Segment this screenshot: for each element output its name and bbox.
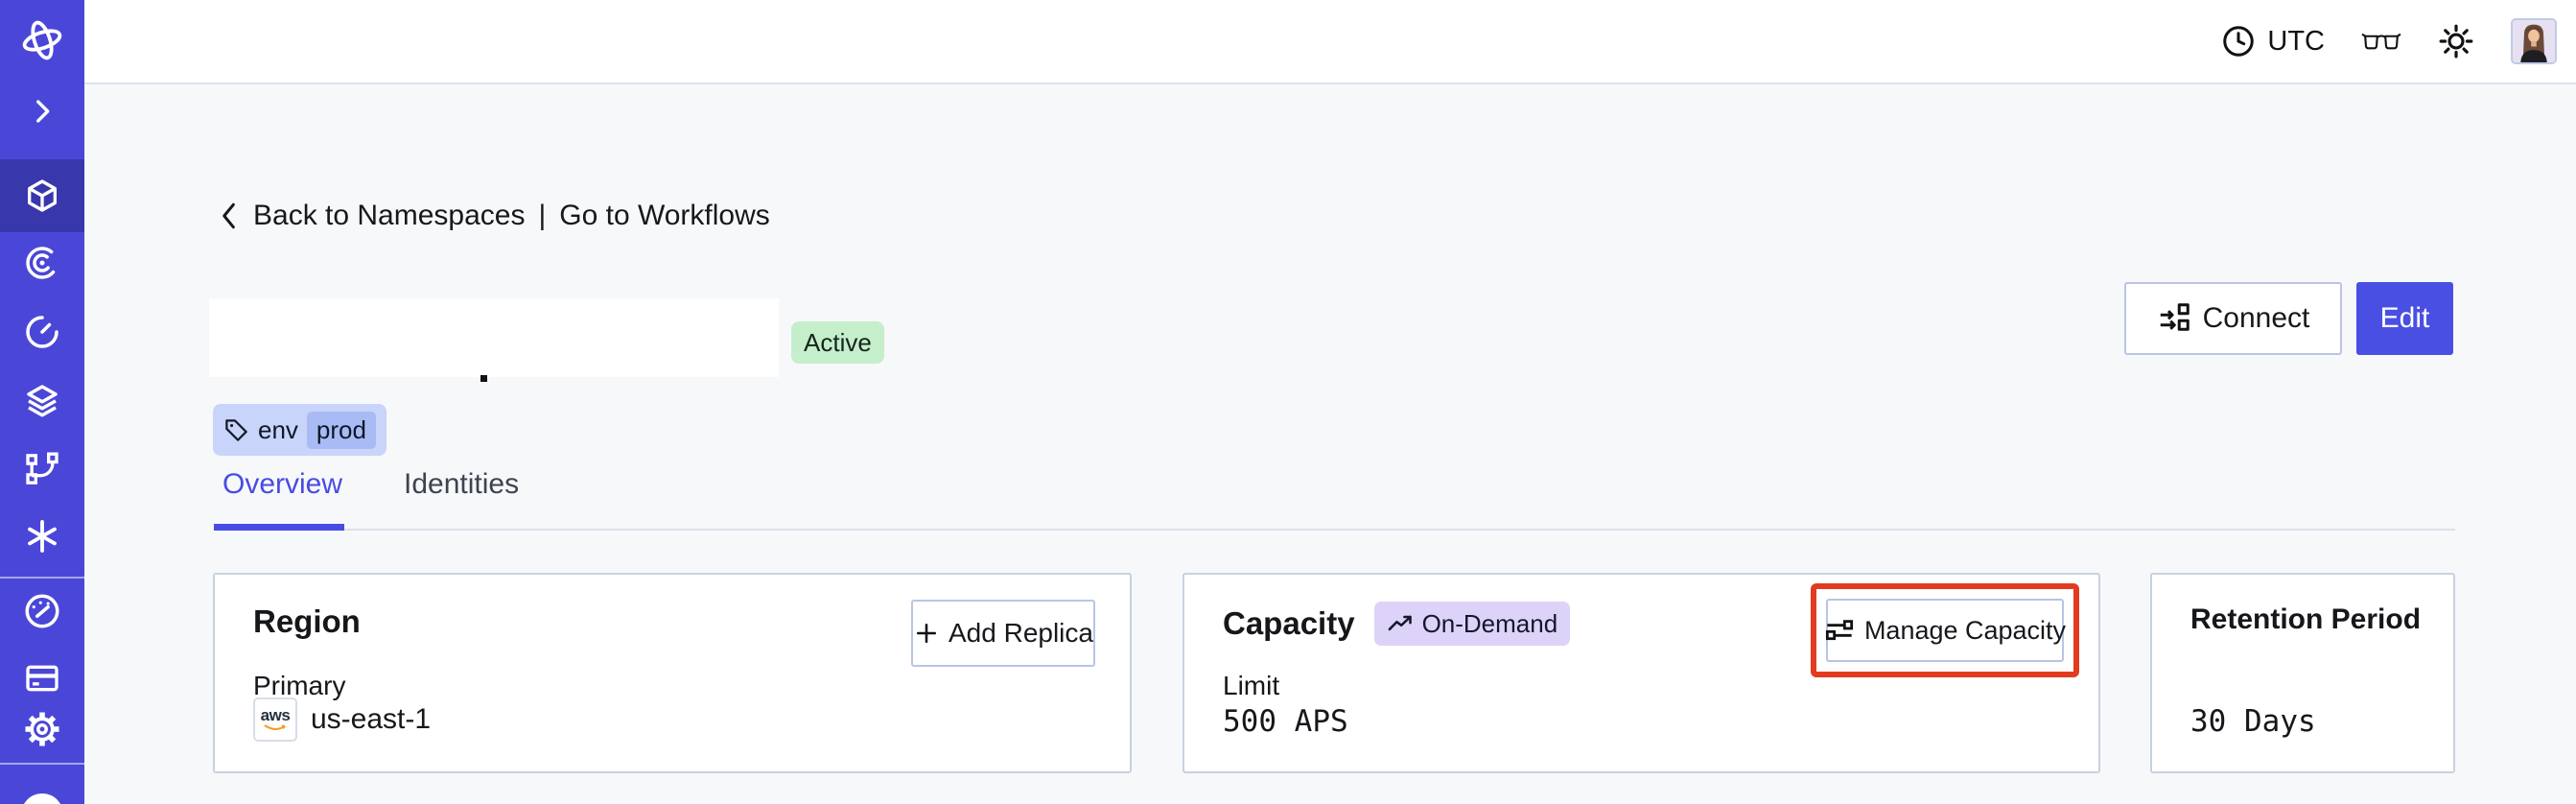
active-tab-underline (214, 524, 344, 531)
sidebar-item-nexus[interactable] (0, 504, 84, 569)
tag-key: env (258, 414, 298, 444)
sliders-icon (1824, 615, 1855, 646)
add-replica-button[interactable]: Add Replica (911, 600, 1095, 667)
manage-capacity-label: Manage Capacity (1863, 615, 2067, 645)
tab-overview[interactable]: Overview (222, 468, 343, 500)
layers-icon (27, 385, 58, 417)
timezone-label: UTC (2267, 25, 2325, 57)
timer-icon (26, 316, 59, 348)
sidebar-item-billing[interactable] (0, 646, 84, 711)
connect-button-label: Connect (2202, 302, 2310, 334)
primary-label: Primary (253, 671, 346, 700)
aws-logo-icon: aws (253, 698, 297, 742)
breadcrumb: Back to Namespaces | Go to Workflows (217, 195, 770, 237)
account-circle-partial-icon[interactable] (21, 793, 63, 804)
chevron-left-icon[interactable] (217, 201, 240, 231)
tag-icon (223, 417, 249, 443)
theme-sun-icon[interactable] (2438, 23, 2474, 59)
temporal-logo-icon[interactable] (0, 8, 84, 73)
sidebar-item-batch-operations[interactable] (0, 437, 84, 502)
sidebar-item-schedules[interactable] (0, 299, 84, 365)
sidebar-divider (0, 577, 84, 579)
cube-icon (28, 179, 57, 212)
capacity-card: Capacity On-Demand (1183, 573, 2100, 773)
tab-bar: Overview Identities (214, 468, 527, 501)
ondemand-badge: On-Demand (1373, 602, 1571, 646)
sidebar-nav (0, 0, 84, 804)
ondemand-badge-label: On-Demand (1421, 608, 1558, 638)
retention-card: Retention Period 30 Days (2150, 573, 2455, 773)
clock-icon (2221, 24, 2256, 59)
manage-capacity-button[interactable]: Manage Capacity (1824, 599, 2067, 662)
region-card: Region Add Replica Primary aws us-east-1 (213, 573, 1132, 773)
sidebar-divider-bottom (0, 763, 84, 765)
namespace-title-redaction (209, 298, 779, 377)
retention-card-title: Retention Period (2190, 603, 2422, 635)
gauge-icon (25, 594, 59, 628)
add-replica-label: Add Replica (948, 618, 1093, 648)
manage-capacity-highlight: Manage Capacity (1811, 583, 2079, 677)
credit-card-icon (26, 665, 59, 692)
sidebar-item-namespaces[interactable] (0, 159, 84, 232)
namespace-tag-chip: env prod (213, 404, 386, 456)
sidebar-item-workflows[interactable] (0, 230, 84, 296)
edit-button-label: Edit (2379, 302, 2430, 334)
user-avatar[interactable] (2511, 18, 2557, 64)
plus-icon (913, 620, 940, 647)
tab-identities[interactable]: Identities (404, 468, 520, 500)
region-value: us-east-1 (311, 703, 432, 735)
back-to-namespaces-link[interactable]: Back to Namespaces (253, 200, 526, 231)
capacity-title-row: Capacity On-Demand (1223, 602, 1571, 646)
edit-button[interactable]: Edit (2356, 282, 2453, 355)
breadcrumb-separator: | (538, 200, 547, 231)
retention-value: 30 Days (2190, 704, 2316, 739)
tag-value: prod (306, 411, 376, 449)
redaction-artifact-dot (480, 375, 487, 382)
go-to-workflows-link[interactable]: Go to Workflows (559, 200, 770, 231)
status-badge: Active (791, 321, 884, 364)
trending-up-icon (1387, 610, 1414, 637)
sidebar-item-settings[interactable] (0, 697, 84, 762)
gear-icon (25, 712, 59, 746)
region-card-title: Region (253, 603, 361, 639)
sidebar-item-usage[interactable] (0, 579, 84, 644)
connect-icon (2157, 301, 2191, 336)
sidebar-item-deployments[interactable] (0, 367, 84, 433)
limit-value: 500 APS (1223, 704, 1348, 739)
top-header: UTC (84, 0, 2576, 84)
connect-button[interactable]: Connect (2124, 282, 2342, 355)
sidebar-expand-chevron-icon[interactable] (0, 79, 84, 144)
asterisk-icon (28, 520, 57, 553)
region-value-row: aws us-east-1 (253, 698, 431, 742)
timezone-selector[interactable]: UTC (2221, 24, 2325, 59)
spiral-icon (26, 247, 56, 279)
tab-bar-divider (214, 529, 2455, 531)
capacity-card-title: Capacity (1223, 605, 1355, 641)
branch-icon (26, 452, 59, 485)
labs-glasses-icon[interactable] (2361, 30, 2401, 53)
limit-label: Limit (1223, 671, 1280, 700)
header-actions: UTC (2221, 0, 2557, 83)
